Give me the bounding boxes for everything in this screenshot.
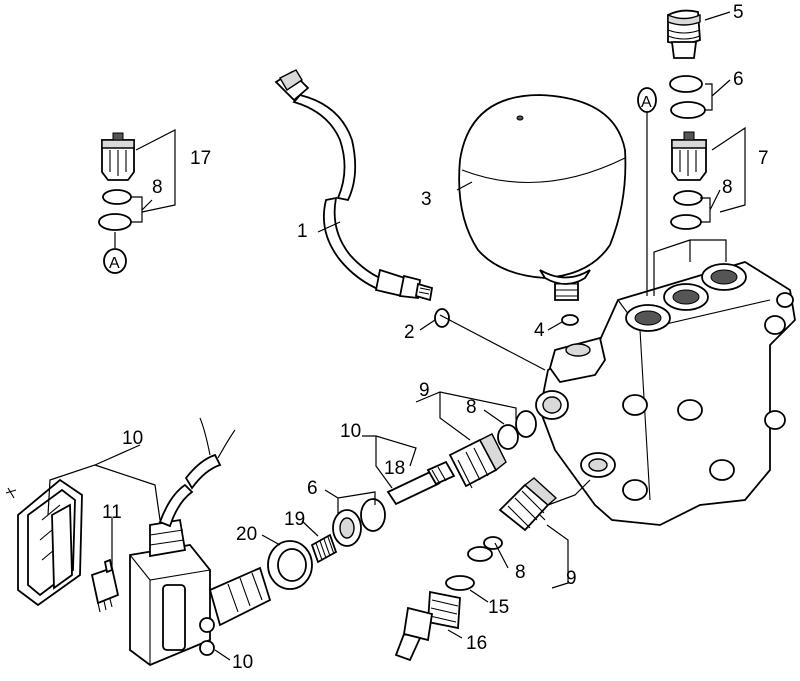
part-label-8: 8 bbox=[515, 562, 526, 583]
hose-line bbox=[274, 69, 434, 302]
ring-8h bbox=[467, 546, 493, 562]
part-label-19: 19 bbox=[284, 509, 305, 530]
leader-lines bbox=[47, 11, 746, 661]
o-ring-15 bbox=[445, 575, 475, 591]
part-label-2: 2 bbox=[404, 322, 415, 343]
part-label-10: 10 bbox=[232, 652, 253, 673]
part-label-8: 8 bbox=[722, 177, 733, 198]
part-label-10: 10 bbox=[122, 428, 143, 449]
piston-18 bbox=[386, 460, 456, 506]
part-label-11: 11 bbox=[102, 502, 122, 523]
ring-8d bbox=[98, 213, 132, 231]
part-label-4: 4 bbox=[534, 320, 545, 341]
ring-8b bbox=[670, 214, 702, 230]
part-label-7: 7 bbox=[758, 148, 769, 169]
accumulator-tank bbox=[458, 94, 627, 301]
o-ring-4 bbox=[561, 314, 579, 326]
part-label-6: 6 bbox=[733, 69, 744, 90]
part-label-6: 6 bbox=[307, 478, 318, 499]
ring-8f bbox=[515, 410, 537, 438]
valve-17 bbox=[101, 132, 135, 181]
switch-housing-10 bbox=[129, 417, 272, 667]
marker-label: A bbox=[641, 94, 652, 111]
check-valve-9 bbox=[448, 433, 507, 489]
valve-7 bbox=[671, 131, 707, 181]
part-label-17: 17 bbox=[190, 148, 211, 169]
reference-marker-a-right: A bbox=[637, 87, 657, 113]
check-valve-9b bbox=[498, 477, 558, 532]
part-label-9: 9 bbox=[566, 568, 577, 589]
o-ring-8a bbox=[673, 190, 703, 206]
valve-plug-5 bbox=[667, 9, 701, 59]
o-ring-8g bbox=[483, 536, 503, 550]
part-label-5: 5 bbox=[733, 2, 744, 23]
reference-marker-a-left: A bbox=[103, 248, 127, 274]
part-label-3: 3 bbox=[421, 189, 432, 210]
o-ring-8e bbox=[497, 424, 519, 450]
part-label-9: 9 bbox=[419, 380, 430, 401]
spring-19 bbox=[310, 533, 338, 564]
part-label-18: 18 bbox=[384, 458, 405, 479]
part-label-20: 20 bbox=[236, 524, 257, 545]
nut-20 bbox=[267, 540, 313, 590]
part-label-1: 1 bbox=[297, 221, 308, 242]
part-label-15: 15 bbox=[488, 597, 509, 618]
ring-6a bbox=[669, 75, 703, 93]
marker-label: A bbox=[109, 255, 120, 272]
part-label-16: 16 bbox=[466, 633, 487, 654]
o-ring-6c bbox=[360, 498, 386, 532]
microswitch-11 bbox=[90, 558, 120, 613]
o-ring-8c bbox=[102, 189, 132, 205]
pump-head-block bbox=[535, 261, 796, 526]
outlet-nipple-16 bbox=[394, 590, 461, 662]
part-label-8: 8 bbox=[152, 177, 163, 198]
o-ring-6b bbox=[670, 101, 706, 119]
cover-plate-10 bbox=[5, 478, 83, 607]
o-ring-2 bbox=[434, 308, 450, 328]
part-number-labels: 5 6 7 8 17 8 3 1 2 4 9 8 10 10 18 6 19 2… bbox=[102, 2, 769, 673]
part-label-10: 10 bbox=[340, 421, 361, 442]
part-label-8: 8 bbox=[466, 397, 477, 418]
